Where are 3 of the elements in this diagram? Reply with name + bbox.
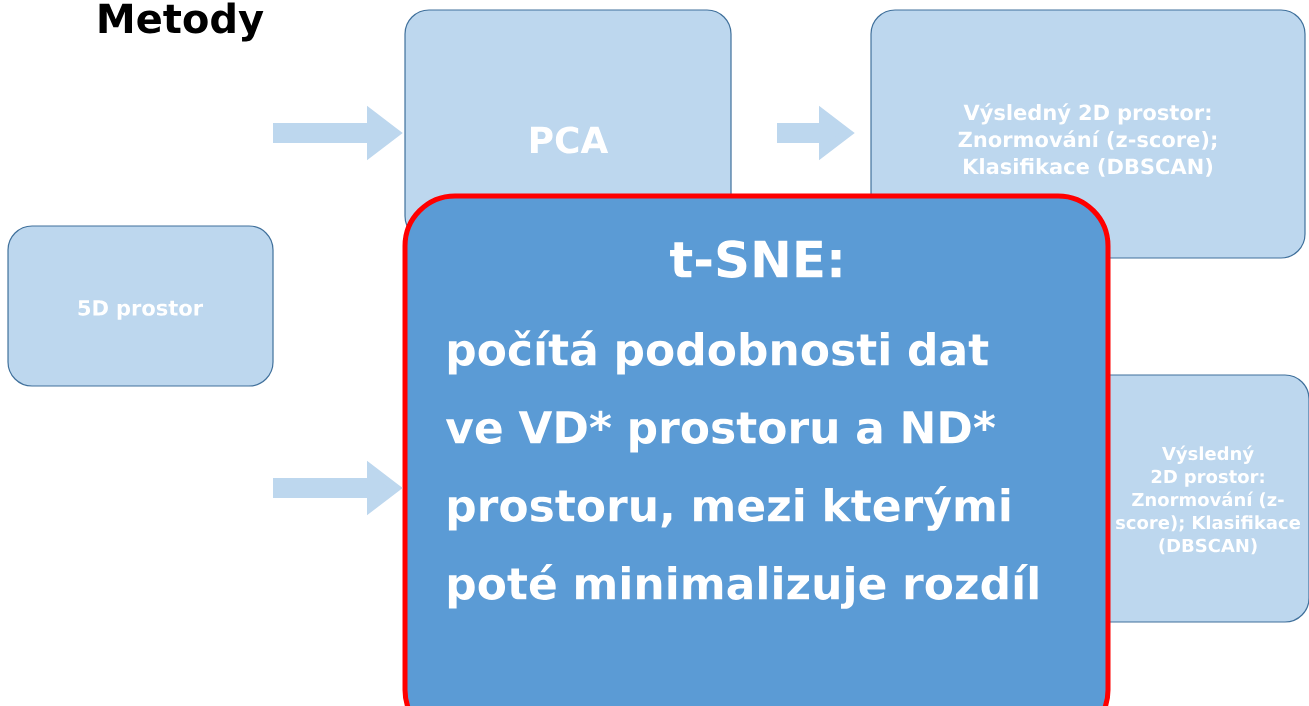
popup-dialog: t-SNE: počítá podobnosti dat ve VD* prostoru a ND* prostoru, mezi kterými poté minimalizuje rozdíl [402,193,1111,706]
title: Metody [99,2,264,42]
space-box: 5D prostor [7,225,274,387]
